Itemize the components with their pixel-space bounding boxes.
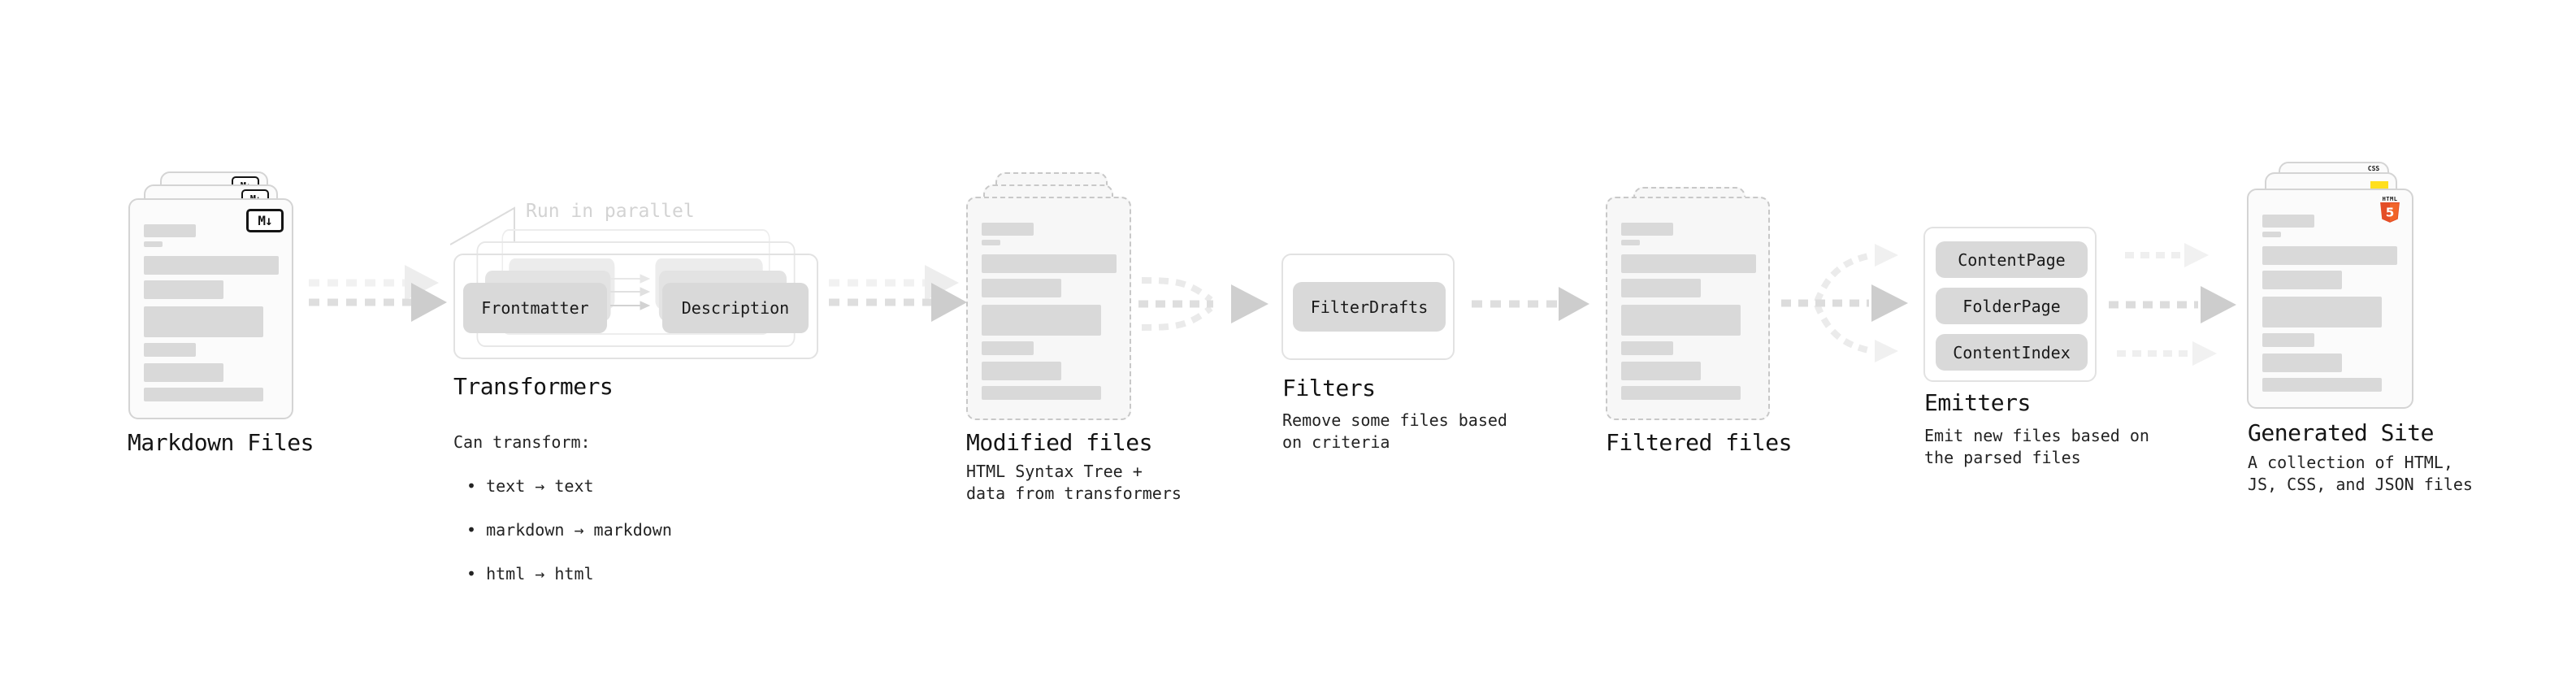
filter-box-filterdrafts: FilterDrafts <box>1293 282 1446 332</box>
placeholder-text-bar <box>2262 297 2382 327</box>
filters-frame: FilterDrafts <box>1281 254 1455 360</box>
markdown-file-card-front: M↓ <box>128 198 293 419</box>
placeholder-text-bar <box>144 224 196 237</box>
placeholder-text-bar <box>2262 271 2342 289</box>
placeholder-text-bar <box>1621 305 1741 336</box>
filters-title: Filters <box>1282 375 1376 401</box>
site-file-card-html: HTML 5 <box>2247 189 2413 409</box>
html5-shield: 5 <box>2380 202 2400 223</box>
placeholder-text-bar <box>144 256 279 275</box>
markdown-files-title: Markdown Files <box>128 429 314 456</box>
transformer-box-frontmatter: Frontmatter <box>463 283 607 333</box>
placeholder-text-bar <box>1621 386 1741 400</box>
placeholder-text-bar <box>1621 341 1673 355</box>
emitter-box-folderpage: FolderPage <box>1936 288 2088 324</box>
placeholder-text-bar <box>2262 215 2314 228</box>
placeholder-text-bar <box>982 254 1117 273</box>
markdown-icon: M↓ <box>246 209 284 232</box>
document-text-placeholder <box>2249 190 2412 407</box>
placeholder-text-bar <box>982 279 1061 297</box>
placeholder-text-bar <box>1621 240 1640 245</box>
transform-bullet: • text → text <box>466 476 594 496</box>
transformers-caption: Can transform: • text → text • markdown … <box>453 410 672 607</box>
placeholder-text-bar <box>144 306 263 337</box>
placeholder-text-bar <box>1621 223 1673 236</box>
placeholder-text-bar <box>982 305 1101 336</box>
placeholder-text-bar <box>1621 279 1701 297</box>
placeholder-text-bar <box>982 386 1101 400</box>
emitter-box-contentindex: ContentIndex <box>1936 334 2088 371</box>
arrow-modified-to-filters-merge <box>1138 277 1268 331</box>
placeholder-text-bar <box>2262 246 2397 265</box>
transformer-box-description: Description <box>662 283 809 333</box>
transformer-layer-front: Frontmatter Description <box>453 254 818 359</box>
transformers-caption-heading: Can transform: <box>453 432 591 452</box>
css-icon-label: CSS <box>2367 165 2380 172</box>
transform-bullet: • html → html <box>466 564 594 583</box>
placeholder-text-bar <box>2262 378 2382 392</box>
generated-site-title: Generated Site <box>2248 419 2435 446</box>
generated-site-caption: A collection of HTML, JS, CSS, and JSON … <box>2248 453 2473 494</box>
document-text-placeholder <box>968 198 1130 419</box>
modified-files-caption: HTML Syntax Tree + data from transformer… <box>966 462 1182 503</box>
html5-icon-word: HTML <box>2382 196 2398 202</box>
placeholder-text-bar <box>1621 254 1756 273</box>
run-in-parallel-leader-line <box>450 206 515 245</box>
placeholder-text-bar <box>2262 354 2342 372</box>
arrow-filters-to-filtered <box>1472 287 1589 321</box>
arrow-filtered-to-emitters-fanout <box>1781 244 1908 362</box>
html5-icon: HTML 5 <box>2379 196 2400 223</box>
arrow-emitters-to-site <box>2109 243 2236 366</box>
placeholder-text-bar <box>144 388 263 401</box>
emitters-title: Emitters <box>1924 389 2031 416</box>
run-in-parallel-label: Run in parallel <box>526 201 695 222</box>
document-text-placeholder <box>1607 198 1768 419</box>
svg-text:5: 5 <box>2386 205 2395 219</box>
placeholder-text-bar <box>982 223 1034 236</box>
placeholder-text-bar <box>144 343 196 357</box>
arrow-markdown-to-transformers <box>309 265 447 322</box>
placeholder-text-bar <box>144 363 223 382</box>
placeholder-text-bar <box>982 240 1000 245</box>
modified-files-title: Modified files <box>966 429 1153 456</box>
filters-caption: Remove some files based on criteria <box>1282 410 1507 452</box>
placeholder-text-bar <box>982 362 1061 380</box>
emitter-box-contentpage: ContentPage <box>1936 241 2088 278</box>
placeholder-text-bar <box>2262 333 2314 347</box>
filtered-files-title: Filtered files <box>1606 429 1793 456</box>
placeholder-text-bar <box>1621 362 1701 380</box>
placeholder-text-bar <box>144 241 163 247</box>
arrow-transformers-to-modified <box>829 265 967 322</box>
modified-file-card-front <box>966 197 1131 420</box>
document-text-placeholder <box>130 200 292 418</box>
emitters-caption: Emit new files based on the parsed files <box>1924 426 2149 467</box>
frontmatter-to-description-arrows <box>610 274 651 310</box>
transform-bullet: • markdown → markdown <box>466 520 672 540</box>
placeholder-text-bar <box>2262 232 2281 237</box>
emitters-frame: ContentPage FolderPage ContentIndex <box>1923 227 2097 382</box>
placeholder-text-bar <box>144 280 223 299</box>
js-icon <box>2370 181 2388 189</box>
filtered-file-card-front <box>1606 197 1770 420</box>
transformers-title: Transformers <box>453 373 614 400</box>
placeholder-text-bar <box>982 341 1034 355</box>
